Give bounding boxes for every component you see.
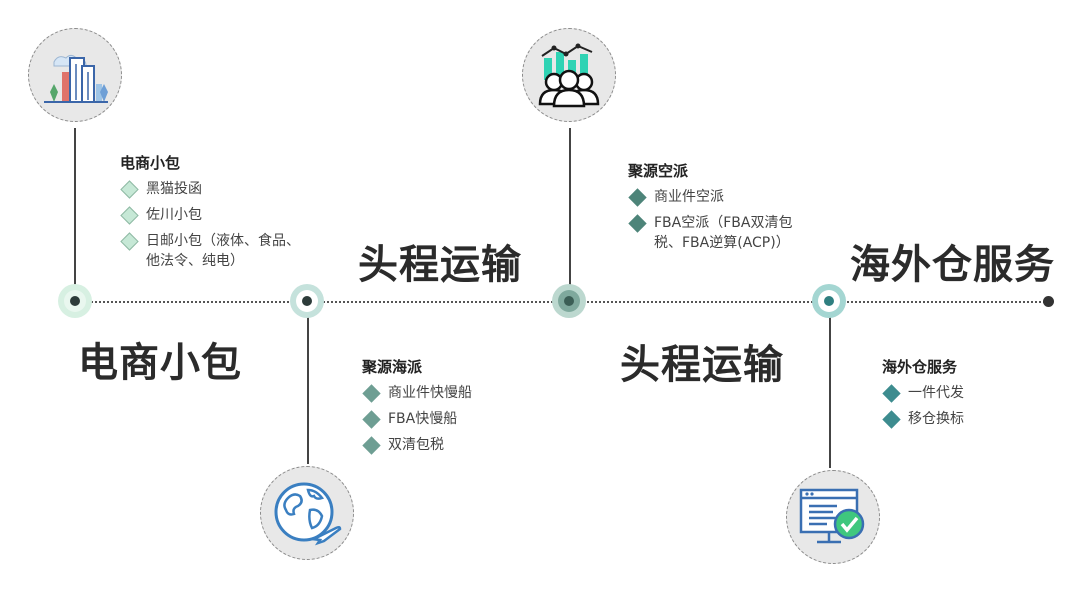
timeline-node-ecommerce: [58, 284, 92, 318]
section-title-overseas: 海外仓服务: [882, 358, 958, 376]
browser-checkmark-icon: [786, 470, 880, 564]
diamond-bullet-icon: [120, 232, 139, 251]
section-overseas: 海外仓服务 一件代发 移仓换标: [882, 356, 1062, 435]
diamond-bullet-icon: [120, 180, 139, 199]
diamond-bullet-icon: [882, 384, 901, 403]
diamond-bullet-icon: [628, 188, 647, 207]
list-item: FBA空派（FBA双清包 税、FBA逆算(ACP)）: [628, 213, 828, 253]
list-item: 日邮小包（液体、食品、 他法令、纯电）: [120, 231, 340, 271]
list-item: 黑猫投函: [120, 179, 340, 199]
connector-overseas: [829, 302, 831, 468]
city-buildings-icon: [28, 28, 122, 122]
section-ecommerce: 电商小包 黑猫投函 佐川小包 日邮小包（液体、食品、 他法令、纯电）: [120, 152, 340, 277]
section-sea: 聚源海派 商业件快慢船 FBA快慢船 双清包税: [362, 356, 562, 461]
team-chart-icon: [522, 28, 616, 122]
title-freight-top: 头程运输: [358, 242, 522, 288]
connector-sea: [307, 302, 309, 464]
diamond-bullet-icon: [362, 436, 381, 455]
section-title-air: 聚源空派: [628, 162, 689, 180]
connector-air: [569, 128, 571, 300]
list-item: 商业件空派: [628, 187, 828, 207]
list-item: 双清包税: [362, 435, 562, 455]
connector-ecommerce: [74, 128, 76, 300]
title-overseas: 海外仓服务: [850, 242, 1055, 288]
diamond-bullet-icon: [628, 214, 647, 233]
section-title-ecommerce: 电商小包: [120, 154, 181, 172]
diamond-bullet-icon: [882, 410, 901, 429]
timeline-node-overseas: [812, 284, 846, 318]
diamond-bullet-icon: [362, 410, 381, 429]
diamond-bullet-icon: [362, 384, 381, 403]
section-air: 聚源空派 商业件空派 FBA空派（FBA双清包 税、FBA逆算(ACP)）: [628, 160, 828, 259]
list-item: 佐川小包: [120, 205, 340, 225]
timeline-end-dot: [1043, 296, 1054, 307]
list-item: 移仓换标: [882, 409, 1062, 429]
globe-airplane-icon: [260, 466, 354, 560]
diamond-bullet-icon: [120, 206, 139, 225]
list-item: 商业件快慢船: [362, 383, 562, 403]
timeline-node-air: [552, 284, 586, 318]
timeline-node-sea: [290, 284, 324, 318]
list-item: FBA快慢船: [362, 409, 562, 429]
list-item: 一件代发: [882, 383, 1062, 403]
section-title-sea: 聚源海派: [362, 358, 423, 376]
title-freight-bottom: 头程运输: [620, 342, 784, 388]
title-ecommerce: 电商小包: [78, 340, 242, 386]
